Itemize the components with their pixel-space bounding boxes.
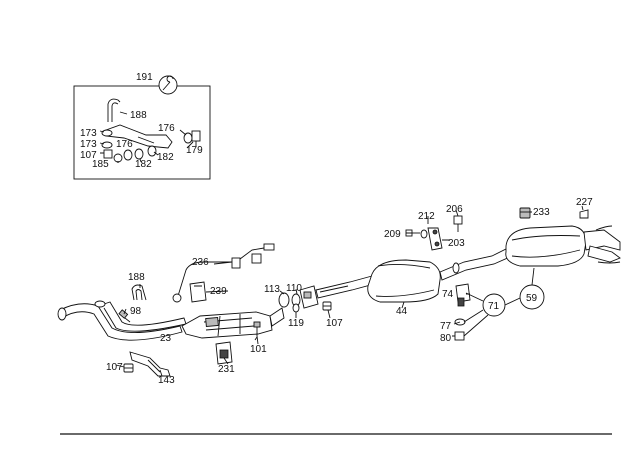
clip-227-icon	[579, 209, 589, 219]
label-182a: 182	[135, 159, 152, 170]
hanger-stack-icon	[454, 283, 471, 341]
label-176b: 176	[158, 123, 175, 134]
nut-107c-icon	[322, 301, 332, 311]
label-233: 233	[533, 207, 550, 218]
wrench-icon	[158, 75, 178, 95]
label-179: 179	[186, 145, 203, 156]
bolt-206-icon	[453, 215, 463, 232]
part-number-labels: 191 188 173 173 176 176 107 185 182 182 …	[80, 72, 593, 386]
clamp-set-icon	[278, 285, 319, 313]
nut-233-icon	[519, 207, 531, 219]
label-239: 239	[210, 286, 227, 297]
label-119: 119	[288, 318, 304, 329]
nut-107a-icon	[123, 363, 134, 373]
inset-washer-icons	[101, 129, 193, 163]
bolt-101-icon	[253, 321, 261, 336]
label-182b: 182	[157, 152, 174, 163]
label-80: 80	[440, 333, 452, 344]
label-236: 236	[192, 257, 209, 268]
label-71: 71	[488, 301, 500, 312]
label-206: 206	[446, 204, 463, 215]
bracket-143-icon	[129, 351, 171, 377]
label-59: 59	[526, 293, 538, 304]
inset-strap-icon	[107, 98, 121, 122]
label-231: 231	[218, 364, 235, 375]
catalytic-converter	[181, 307, 285, 339]
label-212: 212	[418, 211, 435, 222]
center-muffler-44	[367, 259, 441, 303]
label-44: 44	[396, 306, 408, 317]
label-188a: 188	[130, 110, 147, 121]
label-191: 191	[136, 72, 153, 83]
label-185: 185	[92, 159, 109, 170]
label-176a: 176	[116, 139, 133, 150]
mount-231-icon	[215, 341, 233, 365]
label-113: 113	[264, 284, 280, 295]
label-107c: 107	[326, 318, 343, 329]
inset-bracket-icon	[105, 124, 173, 149]
label-107a: 107	[80, 150, 97, 161]
label-107b: 107	[106, 362, 123, 373]
heat-shield-239-icon	[189, 281, 207, 303]
rear-connecting-pipe	[439, 247, 513, 281]
label-173a: 173	[80, 128, 97, 139]
intermediate-pipe	[315, 275, 375, 299]
label-23: 23	[160, 333, 172, 344]
label-101: 101	[250, 344, 267, 355]
hardware-kit-inset	[73, 75, 211, 180]
pipe-strap-icon	[131, 284, 147, 301]
label-98: 98	[130, 306, 142, 317]
inset-bolt-icon	[191, 130, 201, 146]
rubber-hanger-203	[427, 227, 443, 251]
label-110: 110	[286, 283, 302, 294]
front-exhaust-pipe	[57, 300, 187, 341]
label-188b: 188	[128, 272, 145, 283]
label-203: 203	[448, 238, 465, 249]
label-173b: 173	[80, 139, 97, 150]
label-74: 74	[442, 289, 454, 300]
label-209: 209	[384, 229, 401, 240]
label-143: 143	[158, 375, 175, 386]
oxygen-sensor-236	[172, 243, 275, 303]
rear-muffler-59	[505, 225, 621, 267]
label-77: 77	[440, 321, 452, 332]
label-227: 227	[576, 197, 593, 208]
washer-212-icon	[420, 229, 428, 239]
